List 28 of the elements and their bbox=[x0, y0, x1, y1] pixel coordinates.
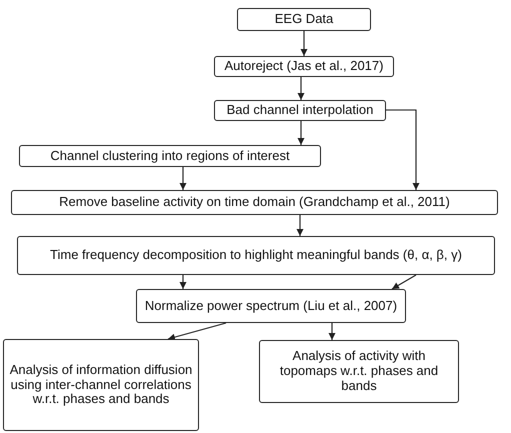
process-box bbox=[237, 8, 371, 31]
process-box bbox=[17, 236, 495, 275]
step-text: Analysis of information diffusion using inter-channel correlations w.r.t. phases and bands bbox=[8, 362, 194, 408]
process-box bbox=[214, 56, 394, 77]
process-box bbox=[259, 340, 459, 403]
process-box bbox=[136, 289, 406, 323]
process-box bbox=[11, 190, 498, 215]
arrow bbox=[298, 77, 304, 100]
step-text: Normalize power spectrum (Liu et al., 2007) bbox=[144, 298, 398, 314]
arrow bbox=[392, 274, 416, 290]
step-text: Time frequency decomposition to highlight meaningful bands (θ, α, β, γ) bbox=[50, 248, 462, 263]
step-text: EEG Data bbox=[274, 12, 334, 27]
arrow bbox=[180, 275, 186, 289]
step-text: Bad channel interpolation bbox=[226, 103, 374, 118]
arrow bbox=[180, 167, 186, 190]
arrow bbox=[296, 215, 304, 236]
step-text: Analysis of activity with topomaps w.r.t. phases and bands bbox=[278, 349, 440, 394]
step-text: Channel clustering into regions of interest bbox=[50, 148, 290, 164]
process-box bbox=[3, 339, 199, 431]
arrow bbox=[300, 31, 308, 56]
process-box bbox=[19, 145, 321, 167]
step-text: Remove baseline activity on time domain (Grandchamp et al., 2011) bbox=[59, 195, 450, 210]
arrow bbox=[298, 121, 304, 145]
arrow bbox=[168, 322, 226, 340]
process-box bbox=[214, 100, 386, 121]
arrow bbox=[328, 323, 336, 340]
step-text: Autoreject (Jas et al., 2017) bbox=[224, 59, 384, 74]
arrow bbox=[386, 109, 420, 190]
